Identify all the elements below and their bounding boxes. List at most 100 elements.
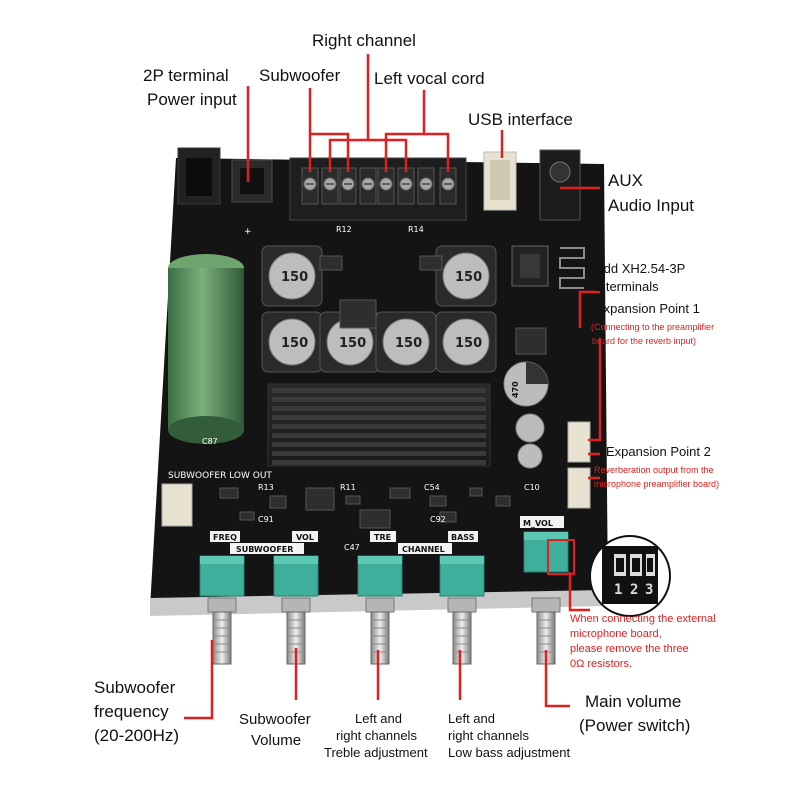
terminal-screw [301, 167, 319, 205]
expansion-point-1-note-line2: board for the reverb input) [592, 336, 697, 346]
aux-label-line1: AUX [608, 171, 643, 190]
heatsink-fin [272, 442, 486, 447]
smd-part [345, 495, 361, 505]
cap-470 [503, 361, 549, 407]
mic-note-line4: 0Ω resistors. [570, 658, 633, 670]
inductor: 150 [261, 245, 323, 307]
smd-part [319, 255, 343, 271]
c92-silkscreen: C92 [430, 515, 446, 524]
subwoofer-out-connector [161, 483, 193, 527]
resistor-inset-label-1: 1 [614, 582, 622, 598]
heatsink-fin [272, 460, 486, 465]
potentiometer[interactable] [273, 555, 319, 665]
terminal-screw [439, 167, 457, 205]
xh-label-line2: 2 terminals [595, 279, 659, 294]
mic-note-line2: microphone board, [570, 628, 662, 640]
mic-note-line1: When connecting the external [570, 613, 716, 625]
bass-label-line1: Left and [448, 711, 495, 726]
c54-silkscreen: C54 [424, 483, 440, 492]
sub-freq-label-line3: (20-200Hz) [94, 726, 180, 745]
treble-label-line2: right channels [336, 728, 417, 743]
inductor: 150 [261, 311, 323, 373]
c47-silkscreen: C47 [344, 543, 360, 552]
smd-part [239, 511, 255, 521]
expansion-point-2-label: Expansion Point 2 [606, 444, 711, 459]
c91-silkscreen: C91 [258, 515, 274, 524]
c87-silkscreen: C87 [202, 437, 218, 446]
heatsink [267, 383, 491, 467]
potentiometer[interactable] [439, 555, 485, 665]
mvol-tab: M_VOL [523, 519, 553, 528]
cap-small-2 [517, 443, 543, 469]
inductor: 150 [435, 311, 497, 373]
r12-silkscreen: R12 [336, 225, 352, 234]
sub-freq-label-line2: frequency [94, 702, 169, 721]
resistor-inset: 1 2 3 [589, 535, 671, 617]
r14-silkscreen: R14 [408, 225, 424, 234]
terminal-screw [417, 167, 435, 205]
terminal-screw [377, 167, 395, 205]
r13-silkscreen: R13 [258, 483, 274, 492]
knob-shaft[interactable] [212, 611, 232, 665]
sub-vol-label-line1: Subwoofer [239, 711, 311, 728]
terminal-screw [321, 167, 339, 205]
knob-shaft[interactable] [452, 611, 472, 665]
terminal-screw [339, 167, 357, 205]
potentiometer[interactable] [199, 555, 245, 665]
main-vol-label-line2: (Power switch) [579, 716, 691, 735]
heatsink-fin [272, 424, 486, 429]
knob-shaft[interactable] [370, 611, 390, 665]
sub-freq-label-line1: Subwoofer [94, 678, 176, 697]
terminal-label-line1: 2P terminal [143, 66, 229, 85]
sub-vol-label-line2: Volume [251, 732, 302, 749]
expansion-point-1-label: Expansion Point 1 [595, 301, 700, 316]
smd-part [269, 495, 287, 509]
potentiometer[interactable] [357, 555, 403, 665]
mic-note-line3: please remove the three [570, 643, 689, 655]
main-capacitor [168, 254, 244, 444]
inductor-value: 150 [395, 336, 422, 351]
smd-components [219, 255, 547, 529]
vol-tab: VOL [296, 533, 314, 542]
aux-label-line2: Audio Input [608, 196, 695, 215]
heatsink-fin [272, 451, 486, 456]
smd-part [339, 299, 377, 329]
heatsink-fin [272, 406, 486, 411]
smd-part [439, 511, 457, 523]
inductor: 150 [375, 311, 437, 373]
inductor: 150 [435, 245, 497, 307]
plus-silkscreen: + [244, 227, 252, 237]
bass-label-line2: right channels [448, 728, 529, 743]
bass-label-line3: Low bass adjustment [448, 745, 571, 760]
expansion-connector-1 [567, 421, 591, 463]
silkscreen-tabs: FREQ VOL SUBWOOFER TRE CHANNEL BASS M_VO… [210, 516, 564, 554]
smd-part [469, 487, 483, 497]
main-vol-label-line1: Main volume [585, 692, 682, 711]
xh-label-line1: Add XH2.54-3P [595, 261, 686, 276]
c10-silkscreen: C10 [524, 483, 540, 492]
left-vocal-label: Left vocal cord [374, 69, 485, 88]
resistor-inset-label-2: 2 [630, 582, 638, 598]
antenna-trace [559, 247, 585, 289]
cap-470-value: 470 [511, 381, 520, 398]
smd-part [419, 255, 443, 271]
terminal-label-line2: Power input [147, 90, 237, 109]
potentiometer[interactable] [523, 531, 569, 665]
expansion-point-2-note-line1: Reverberation output from the [594, 465, 714, 475]
smd-part [305, 487, 335, 511]
channel-tab: CHANNEL [402, 545, 445, 554]
leader-lines [184, 54, 602, 720]
cap-small-1 [515, 413, 545, 443]
inductor-value: 150 [455, 270, 482, 285]
terminal-screw [359, 167, 377, 205]
heatsink-fin [272, 397, 486, 402]
tre-tab: TRE [374, 533, 391, 542]
treble-label-line3: Treble adjustment [324, 745, 428, 760]
expansion-connector-2 [567, 467, 591, 509]
bluetooth-module [511, 245, 549, 287]
aux-jack [539, 149, 581, 221]
mic-resistor-highlight [547, 539, 575, 575]
potentiometer-group [199, 531, 569, 665]
